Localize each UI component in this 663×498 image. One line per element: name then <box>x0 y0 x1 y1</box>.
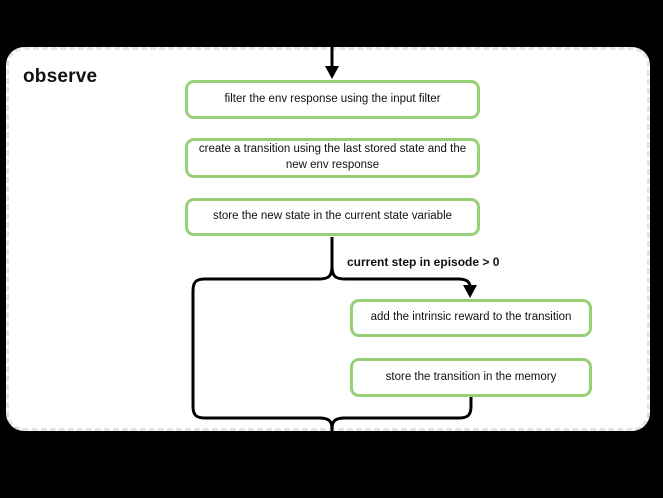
arrowhead-down-icon <box>463 285 477 298</box>
node-filter-env-response: filter the env response using the input … <box>185 80 480 119</box>
node-create-transition: create a transition using the last store… <box>185 138 480 178</box>
condition-label-current-step: current step in episode > 0 <box>347 255 500 269</box>
node-store-new-state: store the new state in the current state… <box>185 198 480 236</box>
edge-bypass-branch <box>191 265 334 430</box>
node-label: store the transition in the memory <box>385 370 557 383</box>
edge-merge-right <box>330 397 473 430</box>
edge-condition-branch <box>330 265 472 288</box>
group-title-observe: observe <box>23 66 98 87</box>
node-store-transition-memory: store the transition in the memory <box>350 358 592 397</box>
node-label: store the new state in the current state… <box>212 210 453 223</box>
arrowhead-down-icon <box>325 66 339 79</box>
node-label: create a transition using the last store… <box>198 143 467 171</box>
node-add-intrinsic-reward: add the intrinsic reward to the transiti… <box>350 299 592 337</box>
node-label: filter the env response using the input … <box>224 92 441 105</box>
node-label: add the intrinsic reward to the transiti… <box>370 311 572 324</box>
